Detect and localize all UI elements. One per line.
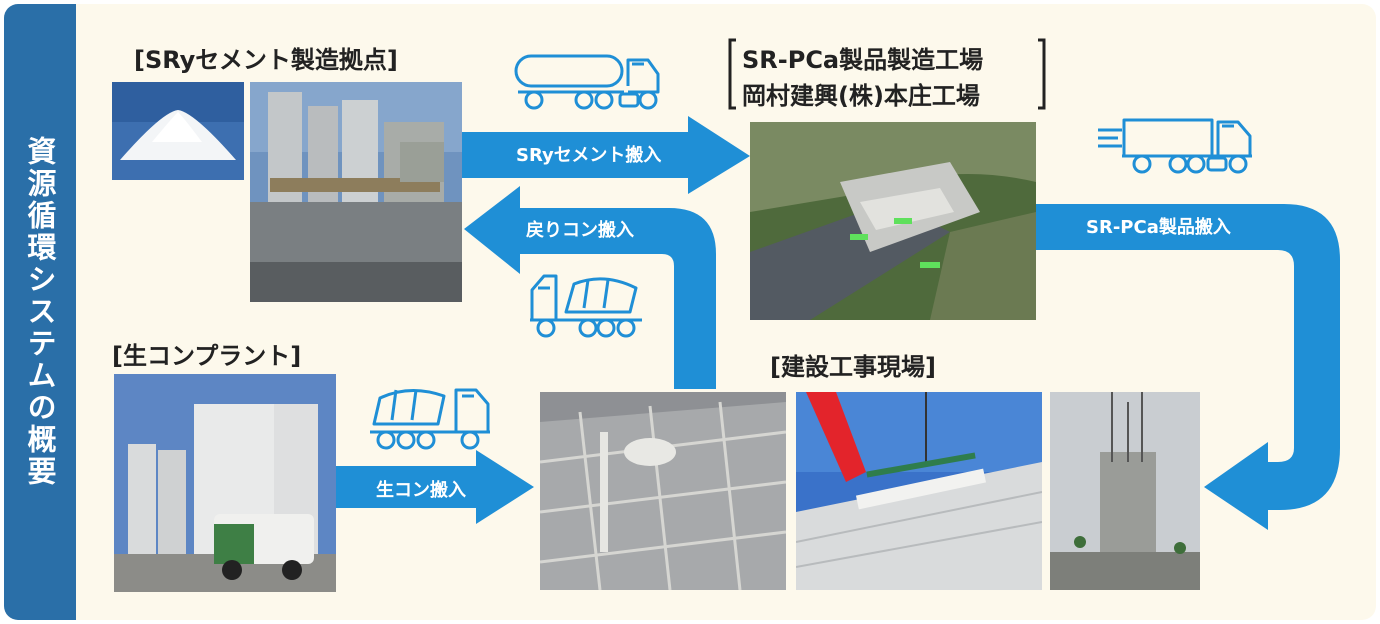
flow-arrows [322, 116, 1340, 530]
diagram-panel: 資源循環システムの概要 SRyセメント搬入 戻りコン搬入 SR-PCa製品搬入 … [4, 4, 1376, 620]
ready-mix-plant-photo [114, 374, 336, 592]
node-label-pca-factory: SR-PCa製品製造工場 岡村建興(株)本庄工場 [726, 36, 1048, 112]
node-label-pca-line2: 岡村建興(株)本庄工場 [742, 82, 980, 110]
sidebar-title: 資源循環システムの概要 [23, 136, 57, 488]
arrow-pca-delivery [1034, 204, 1340, 530]
flow-label-returned-concrete: 戻りコン搬入 [526, 220, 634, 241]
pca-column-install-photo [1050, 392, 1200, 590]
flatbed-truck-icon [1098, 118, 1252, 174]
mixer-truck-icon [530, 274, 642, 338]
sidebar: 資源循環システムの概要 [4, 4, 76, 620]
pca-factory-aerial-photo [750, 122, 1036, 320]
construction-site-photo [540, 392, 786, 590]
arrow-returned-concrete [464, 186, 716, 389]
flow-label-ready-mix: 生コン搬入 [376, 480, 466, 501]
node-label-pca-line1: SR-PCa製品製造工場 [742, 46, 984, 74]
crane-lifting-photo [796, 392, 1042, 590]
flow-label-pca-delivery: SR-PCa製品搬入 [1086, 217, 1231, 238]
node-label-ready-mix: [生コンプラント] [112, 342, 302, 370]
arrow-ready-mix-delivery [322, 450, 534, 524]
node-label-construction: [建設工事現場] [770, 353, 936, 381]
cement-powder-photo [112, 82, 244, 180]
flow-label-sry-cement: SRyセメント搬入 [516, 145, 662, 166]
node-label-sry-cement: [SRyセメント製造拠点] [134, 46, 398, 74]
tanker-truck-icon [514, 54, 660, 110]
arrow-sry-cement-delivery [460, 116, 750, 194]
mixer-truck-icon-ready-mix [370, 388, 490, 450]
cement-plant-photo [250, 82, 462, 302]
